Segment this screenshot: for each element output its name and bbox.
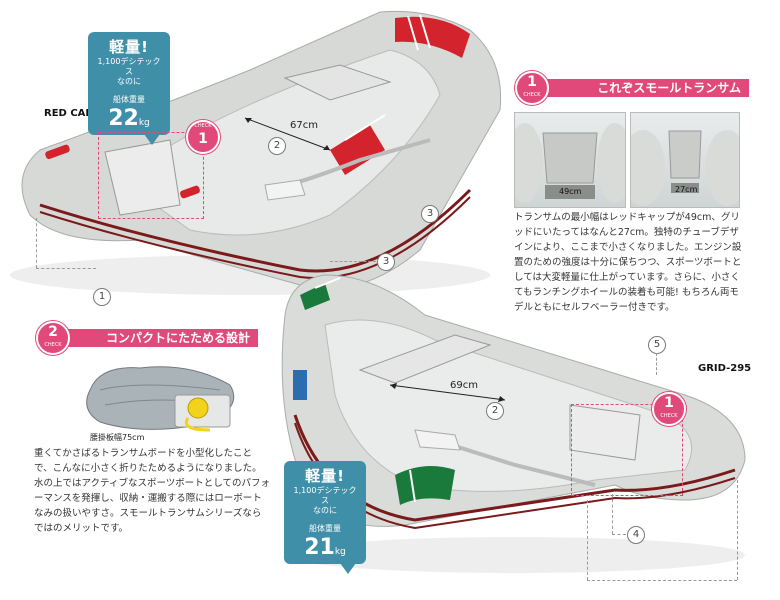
red-cap-transom-highlight — [98, 132, 204, 219]
check2-caption: 腰掛板幅75cm — [90, 433, 145, 442]
check1-heading: これぞスモールトランサム — [597, 81, 741, 95]
check1-header-bar: これぞスモールトランサム — [533, 79, 749, 97]
check2-number: 2 — [48, 324, 58, 340]
red-cap-model-label: RED CAP-295 — [44, 108, 118, 119]
badge-line1: 1,100デシテックス — [97, 57, 161, 76]
callout-3-left: 3 — [421, 205, 439, 223]
folded-boat-photo — [86, 366, 235, 432]
transom-photo-red-cap: 49cm — [514, 112, 626, 208]
transom-photo-grid-graphic — [631, 130, 739, 206]
transom-dim-49: 49cm — [559, 187, 582, 196]
callout-5-right: 5 — [648, 336, 666, 354]
check2-description: 重くてかさばるトランサムボードを小型化したことで、こんなに小さく折りたためるよう… — [34, 448, 270, 534]
check1-word: CHECK — [523, 92, 541, 98]
callout-4-right: 4 — [627, 526, 645, 544]
badge-line2: なのに — [117, 77, 141, 86]
leader-line-4 — [612, 494, 613, 534]
callout-2-right: 2 — [486, 402, 504, 420]
badge-line1: 1,100デシテックス — [293, 486, 357, 505]
check2-header-bar: コンパクトにたためる設計 — [54, 329, 258, 347]
leader-line-1 — [36, 218, 37, 268]
check-word: CHECK — [660, 413, 678, 419]
badge-line3: 船体重量 — [113, 95, 145, 104]
check1-description: トランサムの最小幅はレッドキャップが49cm、グリッドにいたってはなんと27cm… — [514, 212, 742, 313]
callout-1-left: 1 — [93, 288, 111, 306]
grid-boat-illustration — [281, 274, 746, 573]
check-badge-grid: 1 CHECK — [652, 392, 686, 426]
leader-line-1b — [36, 268, 96, 269]
leader-line-4b — [612, 534, 626, 535]
check2-heading: コンパクトにたためる設計 — [105, 331, 250, 345]
leader-line-5 — [656, 353, 657, 375]
check1-number: 1 — [527, 74, 537, 90]
leader-line-bottom — [587, 500, 588, 580]
callout-3-right: 3 — [377, 253, 395, 271]
transom-photo-red-cap-graphic — [515, 123, 625, 203]
badge-title: 軽量! — [109, 38, 149, 56]
badge-unit: kg — [334, 547, 346, 557]
grid-weight-badge: 軽量! 1,100デシテックス なのに 船体重量 21kg — [284, 461, 366, 574]
transom-photo-grid: 27cm — [630, 112, 740, 208]
grid-model-label: GRID-295 — [698, 363, 752, 374]
red-cap-weight-badge: 軽量! 1,100デシテックス なのに 船体重量 22kg — [88, 32, 170, 145]
check2-badge: 2 CHECK — [36, 321, 70, 355]
check-number: 1 — [664, 395, 674, 411]
leader-line-bottom-h — [587, 580, 737, 581]
transom-dim-27: 27cm — [675, 185, 698, 194]
badge-weight: 22 — [108, 106, 139, 131]
red-cap-width-dim: 67cm — [290, 120, 318, 131]
badge-line2: なのに — [313, 506, 337, 515]
badge-title: 軽量! — [305, 467, 345, 485]
badge-weight: 21 — [304, 535, 335, 560]
check-badge-red-cap: CHECK 1 — [186, 120, 220, 154]
check2-word: CHECK — [44, 342, 62, 348]
leader-line-3 — [330, 261, 376, 262]
check-number: 1 — [198, 131, 208, 147]
leader-line-bottom-v2 — [737, 480, 738, 580]
check1-badge: 1 CHECK — [515, 71, 549, 105]
check-word: CHECK — [194, 123, 212, 129]
grid-transom-highlight — [571, 404, 683, 496]
badge-line3: 船体重量 — [309, 524, 341, 533]
badge-unit: kg — [138, 118, 150, 128]
callout-2-left: 2 — [268, 137, 286, 155]
grid-width-dim: 69cm — [450, 380, 478, 391]
